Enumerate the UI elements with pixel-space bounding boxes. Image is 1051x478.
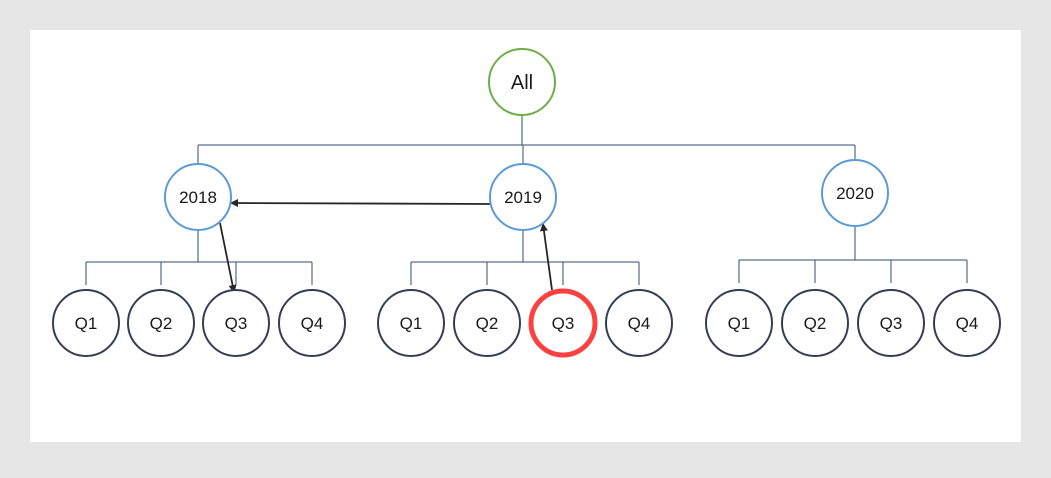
quarter-node-2019-q4-label: Q4 [628, 314, 651, 333]
navigation-arrow-2 [230, 199, 491, 208]
quarter-node-2019-q3-highlighted[interactable]: Q3 [528, 288, 598, 358]
quarter-node-2020-q1-circle [705, 289, 773, 357]
quarter-node-2018-q1[interactable]: Q1 [52, 289, 120, 357]
year-node-2020-label: 2020 [836, 184, 874, 203]
quarter-node-2018-q4[interactable]: Q4 [278, 289, 346, 357]
quarter-node-2020-q3-circle [857, 289, 925, 357]
navigation-arrow-3 [219, 222, 237, 293]
quarter-node-2018-q2-circle [127, 289, 195, 357]
navigation-arrow-1 [539, 223, 553, 291]
quarter-node-2018-q4-circle [278, 289, 346, 357]
quarter-node-2020-q2-label: Q2 [804, 314, 827, 333]
quarter-node-2018-q1-label: Q1 [75, 314, 98, 333]
year-node-2018-label: 2018 [179, 188, 217, 207]
quarter-node-2020-q4-circle [933, 289, 1001, 357]
quarter-node-2019-q4-circle [605, 289, 673, 357]
quarter-node-2020-q3-label: Q3 [880, 314, 903, 333]
quarter-node-2019-q4[interactable]: Q4 [605, 289, 673, 357]
year-node-2018-circle [164, 163, 232, 231]
quarter-node-2019-q2-circle [453, 289, 521, 357]
quarter-node-2019-q2[interactable]: Q2 [453, 289, 521, 357]
quarter-node-2020-q3[interactable]: Q3 [857, 289, 925, 357]
quarter-node-2020-q4-label: Q4 [956, 314, 979, 333]
year-node-2020-circle [821, 159, 889, 227]
quarter-node-2018-q2-label: Q2 [150, 314, 173, 333]
year-node-2018[interactable]: 2018 [164, 163, 232, 231]
quarter-node-2020-q2[interactable]: Q2 [781, 289, 849, 357]
year-node-2019[interactable]: 2019 [489, 163, 557, 231]
quarter-node-2020-q1[interactable]: Q1 [705, 289, 773, 357]
quarter-node-2018-q1-circle [52, 289, 120, 357]
quarter-node-2020-q2-circle [781, 289, 849, 357]
quarter-node-2018-q3-circle [202, 289, 270, 357]
year-node-2019-label: 2019 [504, 188, 542, 207]
root-node-label: All [511, 72, 533, 94]
quarter-node-2019-q1-label: Q1 [400, 314, 423, 333]
root-node-circle [488, 48, 556, 116]
quarter-node-2018-q3-label: Q3 [225, 314, 248, 333]
quarter-node-2019-q1[interactable]: Q1 [377, 289, 445, 357]
quarter-node-2019-q3-highlighted-circle [528, 288, 598, 358]
quarter-node-2020-q1-label: Q1 [728, 314, 751, 333]
connector-lines [85, 115, 968, 285]
quarter-node-2019-q3-highlighted-label: Q3 [552, 314, 575, 333]
navigation-arrows [219, 199, 553, 293]
quarter-node-2018-q3[interactable]: Q3 [202, 289, 270, 357]
quarter-node-2019-q2-label: Q2 [476, 314, 499, 333]
quarter-node-2020-q4[interactable]: Q4 [933, 289, 1001, 357]
quarter-node-2018-q4-label: Q4 [301, 314, 324, 333]
year-node-2019-circle [489, 163, 557, 231]
quarter-node-2018-q2[interactable]: Q2 [127, 289, 195, 357]
root-node[interactable]: All [488, 48, 556, 116]
quarter-node-2019-q1-circle [377, 289, 445, 357]
year-node-2020[interactable]: 2020 [821, 159, 889, 227]
